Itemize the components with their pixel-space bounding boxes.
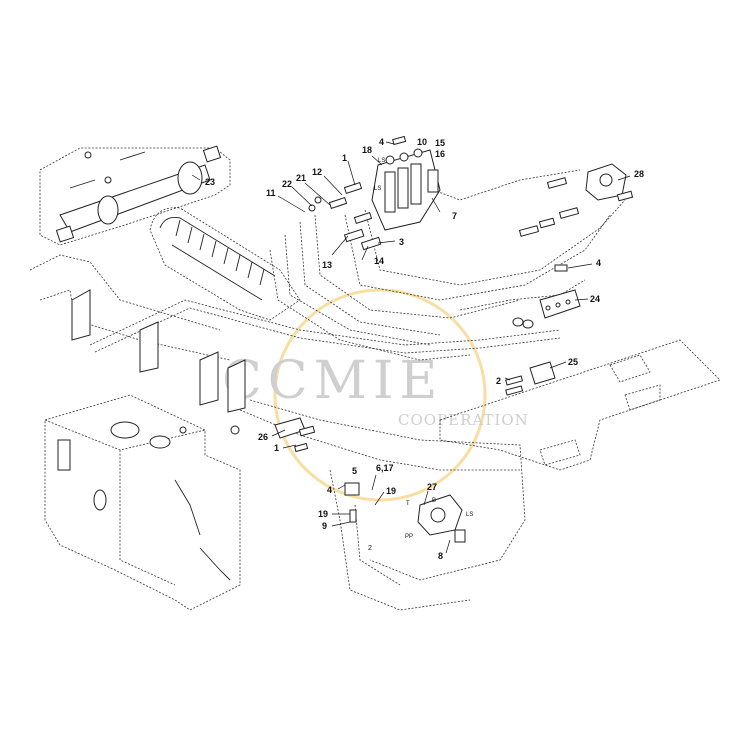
callout-3: 3	[399, 237, 404, 247]
callout-13: 13	[322, 260, 332, 270]
watermark-tagline: COOPERATION	[398, 411, 529, 429]
callout-labels: 4 10 15 16 18 1 12 21 22 11 7 3 13 14 23…	[205, 137, 644, 561]
callout-1-lower: 1	[274, 443, 279, 453]
callout-10: 10	[417, 137, 427, 147]
callout-26: 26	[258, 432, 268, 442]
t-mark: T	[406, 501, 410, 507]
callout-19-left: 19	[318, 509, 328, 519]
pp-mark: PP	[405, 534, 413, 540]
callout-11: 11	[266, 188, 276, 198]
pump-27: PP LS T B 2	[368, 494, 473, 552]
callout-12: 12	[312, 167, 322, 177]
control-valve: LS LS	[371, 148, 441, 231]
b-mark: B	[432, 498, 436, 504]
watermark-brand: CCMIE	[222, 351, 443, 411]
callout-7: 7	[452, 211, 457, 221]
manifold-24	[512, 289, 581, 329]
callout-8: 8	[438, 551, 443, 561]
component-5	[344, 482, 360, 523]
callout-16: 16	[435, 149, 445, 159]
callout-15: 15	[435, 138, 445, 148]
callout-2: 2	[496, 376, 501, 386]
callout-28: 28	[634, 169, 644, 179]
cable-drag-chain	[149, 207, 301, 321]
frame-plate	[439, 339, 721, 471]
callout-23: 23	[205, 177, 215, 187]
inline-fittings	[518, 177, 580, 272]
port-2-mark: 2	[368, 545, 372, 552]
callout-27: 27	[427, 482, 437, 492]
ls-mark-mid: LS	[374, 186, 381, 192]
callout-21: 21	[296, 173, 306, 183]
hydraulic-cylinder	[39, 145, 231, 246]
callout-24: 24	[590, 294, 600, 304]
callout-22: 22	[282, 179, 292, 189]
ls-mark-low: LS	[466, 512, 473, 518]
watermark: CCMIE COOPERATION	[222, 288, 529, 502]
callout-6-17: 6,17	[376, 463, 394, 473]
valve-28	[585, 163, 634, 202]
callout-4-right: 4	[596, 258, 601, 268]
callout-14: 14	[374, 256, 384, 266]
callout-5: 5	[352, 466, 357, 476]
callout-1: 1	[342, 153, 347, 163]
leader-lines	[191, 141, 631, 554]
ls-mark-top: LS	[378, 158, 385, 164]
mounting-brackets	[71, 289, 246, 413]
callout-19-right: 19	[386, 486, 396, 496]
block-25	[505, 361, 556, 396]
callout-4: 4	[379, 137, 384, 147]
component-26	[274, 417, 316, 453]
hydraulic-tank	[44, 394, 241, 611]
callout-4-lower: 4	[327, 485, 332, 495]
callout-9: 9	[322, 521, 327, 531]
watermark-ring	[273, 288, 487, 502]
callout-25: 25	[568, 357, 578, 367]
valve-fittings	[308, 135, 407, 251]
callout-18: 18	[362, 145, 372, 155]
